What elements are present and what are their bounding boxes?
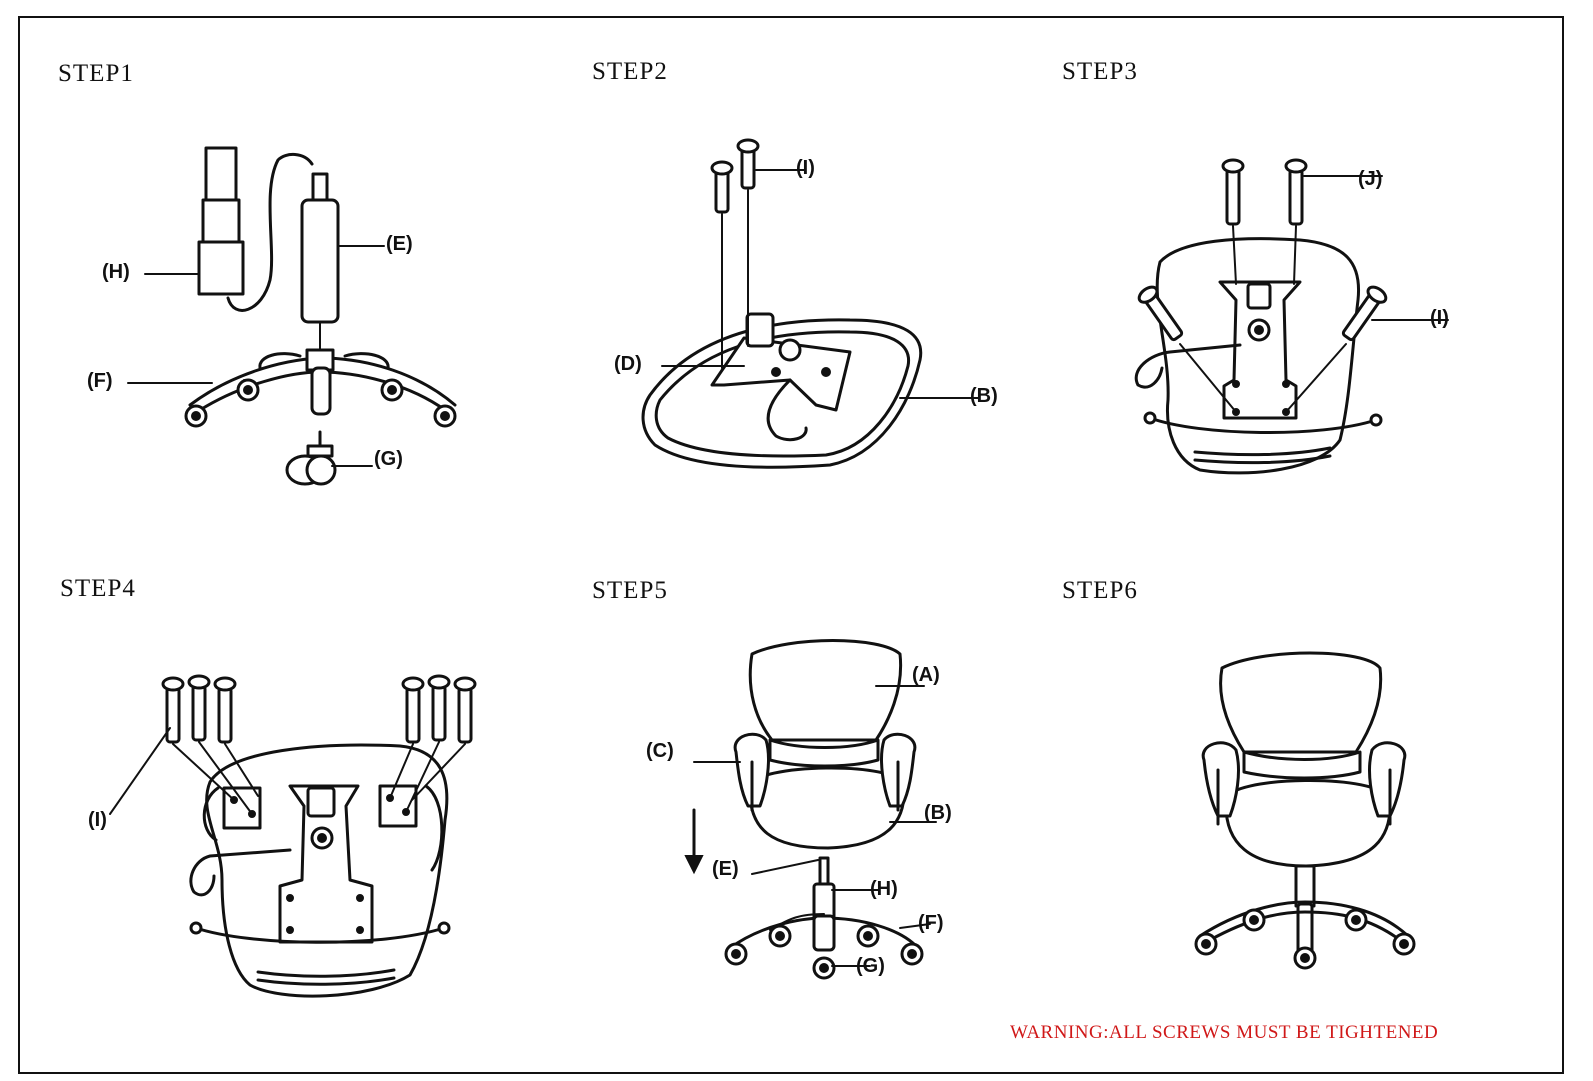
step1-label-h: (H)	[102, 261, 130, 283]
seat	[1226, 780, 1390, 866]
warning-text: WARNING:ALL SCREWS MUST BE TIGHTENED	[1010, 1022, 1439, 1043]
step3-illustration	[1136, 160, 1448, 473]
step4-label-i: (I)	[88, 809, 107, 831]
step1-label-f: (F)	[87, 370, 113, 392]
backrest	[1221, 653, 1381, 752]
step4-illustration	[110, 676, 475, 996]
armrest	[1203, 743, 1238, 816]
step5-label-h: (H)	[870, 878, 898, 900]
step5-label-b: (B)	[924, 802, 952, 824]
seat-b	[750, 768, 904, 848]
step5-illustration	[686, 641, 936, 980]
step6-illustration	[1194, 653, 1416, 970]
cover-part-h	[206, 148, 236, 200]
step1-label-g: (G)	[374, 448, 403, 470]
step4-title: STEP4	[60, 575, 136, 602]
step1-illustration	[128, 148, 457, 484]
step1-title: STEP1	[58, 60, 134, 87]
step1-label-e: (E)	[386, 233, 413, 255]
step6-title: STEP6	[1062, 577, 1138, 604]
step2-label-b: (B)	[970, 385, 998, 407]
step2-label-d: (D)	[614, 353, 642, 375]
step5-title: STEP5	[592, 577, 668, 604]
step3-label-j: (J)	[1358, 168, 1383, 190]
step3-title: STEP3	[1062, 58, 1138, 85]
step5-label-a: (A)	[912, 664, 940, 686]
base	[1200, 902, 1408, 936]
screw-i	[716, 170, 728, 212]
step3-label-i: (I)	[1430, 307, 1449, 329]
step5-label-g: (G)	[856, 955, 885, 977]
step5-label-e: (E)	[712, 858, 739, 880]
backrest-a	[750, 641, 900, 741]
screw-i	[167, 688, 179, 742]
step5-label-c: (C)	[646, 740, 674, 762]
step2-title: STEP2	[592, 58, 668, 85]
screw-j	[1227, 170, 1239, 224]
step5-label-f: (F)	[918, 912, 944, 934]
step2-label-i: (I)	[796, 157, 815, 179]
step2-illustration	[643, 140, 978, 467]
